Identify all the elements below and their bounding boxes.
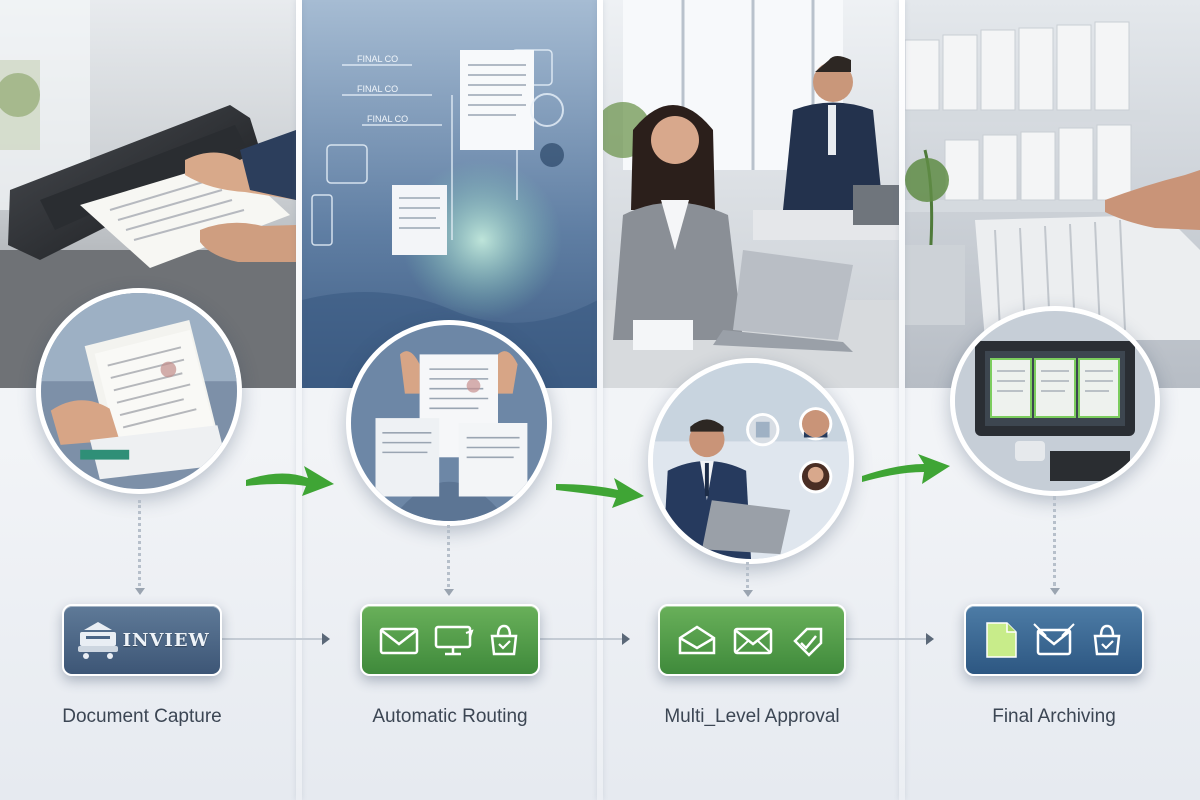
flow-line: [222, 638, 326, 640]
envelope-icon: [379, 627, 419, 655]
dotted-connector: [1053, 496, 1062, 586]
connector-arrowhead-icon: [1050, 588, 1060, 595]
circle-documents-in-hand: [36, 288, 242, 494]
circle-approver-video-call: [648, 358, 854, 564]
stage-label-final-archiving: Final Archiving: [992, 706, 1116, 727]
stage-label-multi-level-approval: Multi_Level Approval: [664, 706, 840, 727]
stage-card-final-archiving[interactable]: [964, 604, 1144, 676]
panel-divider: [899, 0, 905, 800]
panel-divider: [597, 0, 603, 800]
stage-card-multi-level-approval[interactable]: [658, 604, 846, 676]
green-arrow-icon: [246, 466, 334, 496]
dotted-connector: [746, 562, 755, 588]
stage-label-document-capture: Document Capture: [62, 706, 222, 727]
flow-arrowhead-icon: [322, 633, 330, 645]
panel-approval-office-photo: [603, 0, 899, 388]
routing-label-1: FINAL CO: [357, 54, 398, 64]
stage-card-document-capture[interactable]: INVIEW: [62, 604, 222, 676]
stage-label-automatic-routing: Automatic Routing: [372, 706, 528, 727]
envelope-icon: [733, 627, 773, 655]
document-icon: [985, 622, 1017, 658]
shopping-bag-icon: [1093, 624, 1121, 656]
stage-card-text: INVIEW: [122, 629, 210, 651]
scanner-icon: [78, 622, 119, 659]
panel-divider: [296, 0, 302, 800]
stage-card-automatic-routing[interactable]: [360, 604, 540, 676]
mail-box-icon: [1033, 623, 1075, 656]
dotted-connector: [447, 525, 456, 587]
panel-archive-shelves-photo: [905, 0, 1200, 388]
flow-line: [540, 638, 626, 640]
circle-archive-monitor: [950, 306, 1160, 496]
routing-label-2: FINAL CO: [357, 84, 398, 94]
open-envelope-icon: [679, 625, 716, 655]
circle-routing-documents: [346, 320, 552, 526]
check-tag-icon: [792, 627, 822, 657]
dotted-connector: [138, 500, 147, 586]
connector-arrowhead-icon: [135, 588, 145, 595]
green-arrow-icon: [862, 454, 950, 484]
monitor-icon: [434, 625, 474, 656]
flow-arrowhead-icon: [926, 633, 934, 645]
shopping-bag-icon: [490, 624, 518, 656]
green-arrow-icon: [556, 478, 644, 508]
routing-label-3: FINAL CO: [367, 114, 408, 124]
connector-arrowhead-icon: [444, 589, 454, 596]
connector-arrowhead-icon: [743, 590, 753, 597]
flow-arrowhead-icon: [622, 633, 630, 645]
flow-line: [846, 638, 930, 640]
